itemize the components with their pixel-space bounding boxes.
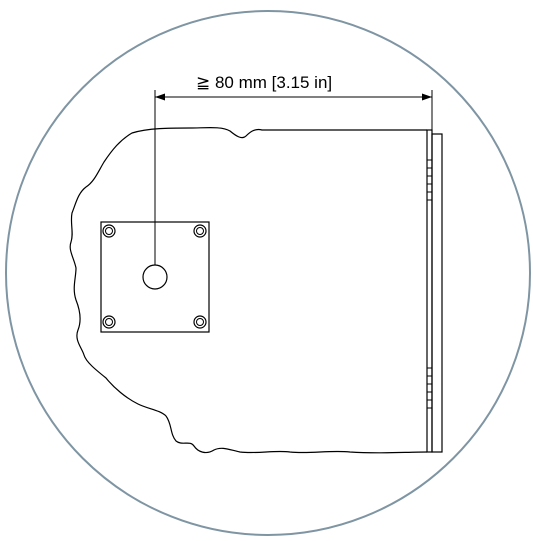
upper-clip: [427, 159, 432, 201]
lower-clip: [427, 367, 432, 409]
wall-section-outline: [69, 127, 428, 454]
screw-bottom-right: [193, 315, 207, 329]
panel-edge: [426, 129, 433, 453]
screw-bottom-left: [102, 315, 116, 329]
dimension-arrow-right: [422, 93, 432, 101]
panel-front: [431, 133, 443, 453]
detail-circle: [5, 10, 531, 536]
center-hole: [142, 264, 168, 290]
screw-top-right: [193, 224, 207, 238]
dimension-label: ≧ 80 mm [3.15 in]: [196, 73, 332, 92]
screw-top-left: [102, 224, 116, 238]
dimension-arrow-left: [155, 93, 165, 101]
